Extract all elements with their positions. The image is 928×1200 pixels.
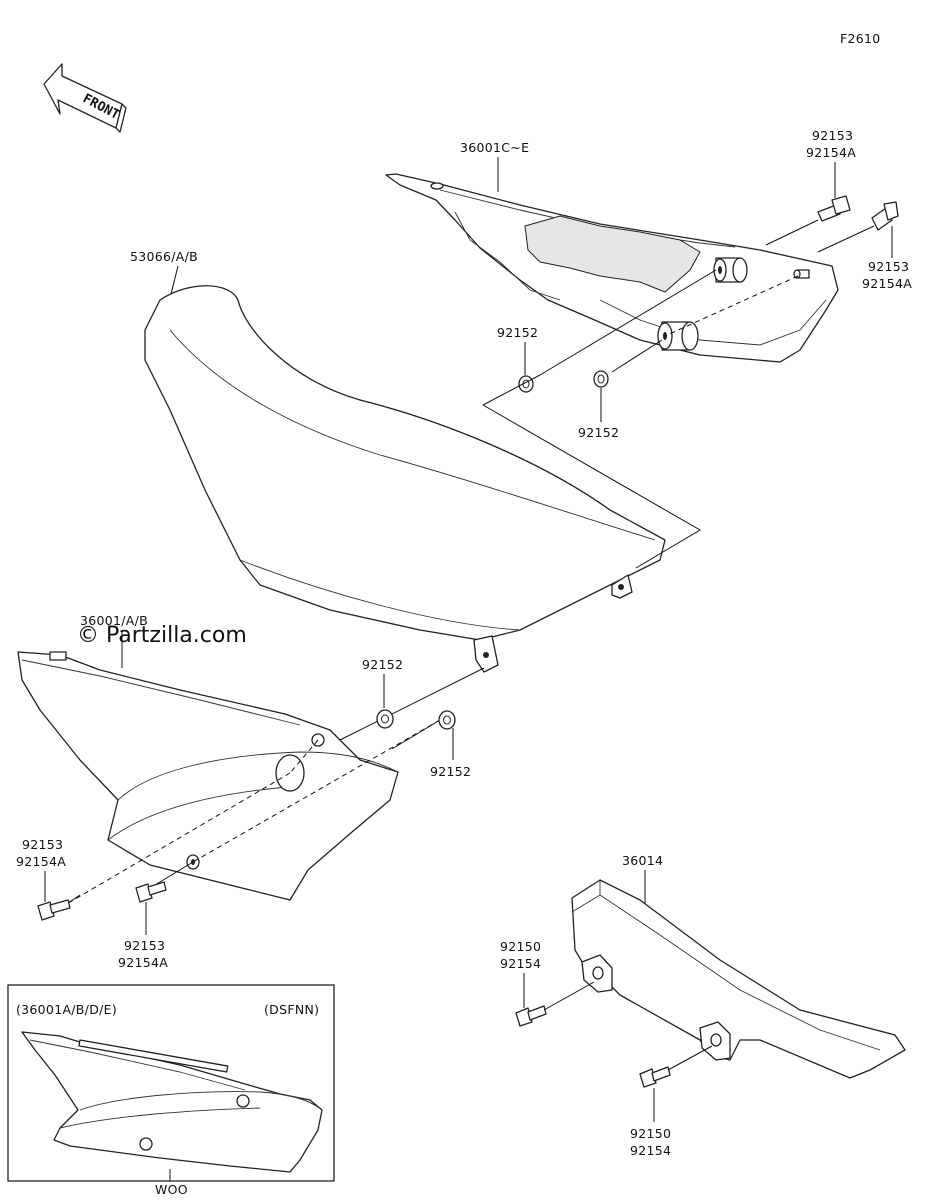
callout-damper-top-left: 92152 bbox=[497, 325, 538, 340]
grommet-upper bbox=[713, 257, 748, 283]
damper-mid-left-icon bbox=[376, 709, 394, 729]
front-arrow-icon: FRONT bbox=[43, 63, 127, 133]
bolt-chain-a-icon bbox=[515, 1005, 547, 1027]
callout-chain-cover: 36014 bbox=[622, 853, 663, 868]
callout-bolt-top-a-2: 92154A bbox=[806, 145, 856, 160]
callout-damper-mid-right: 92152 bbox=[430, 764, 471, 779]
inset-side-cover bbox=[21, 1031, 323, 1173]
callout-bolt-left-a-1: 92153 bbox=[22, 837, 63, 852]
cover-pin bbox=[793, 269, 810, 279]
callout-bolt-chain-a-2: 92154 bbox=[500, 956, 541, 971]
inset-model-label: (DSFNN) bbox=[264, 1002, 319, 1017]
callout-bolt-left-a-2: 92154A bbox=[16, 854, 66, 869]
damper-top-left-icon bbox=[518, 375, 534, 393]
chain-cover bbox=[571, 879, 906, 1079]
bolt-top-a-icon bbox=[817, 195, 851, 222]
side-cover-left bbox=[17, 651, 399, 901]
callout-damper-top-right: 92152 bbox=[578, 425, 619, 440]
figure-code: F2610 bbox=[840, 31, 881, 46]
callout-side-cover-right: 36001C~E bbox=[460, 140, 529, 155]
callout-bolt-top-b-1: 92153 bbox=[868, 259, 909, 274]
seat bbox=[144, 285, 666, 673]
bolt-top-b-icon bbox=[871, 201, 899, 231]
bolt-chain-b-icon bbox=[639, 1066, 671, 1088]
grommet-lower bbox=[657, 321, 699, 351]
callout-bolt-left-b-2: 92154A bbox=[118, 955, 168, 970]
callout-bolt-top-a-1: 92153 bbox=[812, 128, 853, 143]
callout-damper-mid-left: 92152 bbox=[362, 657, 403, 672]
watermark: © Partzilla.com bbox=[77, 623, 247, 648]
callout-seat: 53066/A/B bbox=[130, 249, 198, 264]
inset-variant-box: (36001A/B/D/E) (DSFNN) bbox=[7, 984, 335, 1182]
damper-top-right-icon bbox=[593, 370, 609, 388]
callout-bolt-chain-a-1: 92150 bbox=[500, 939, 541, 954]
callout-bolt-chain-b-2: 92154 bbox=[630, 1143, 671, 1158]
bolt-left-b-icon bbox=[135, 881, 167, 903]
inset-color-code: WOO bbox=[155, 1182, 188, 1197]
callout-bolt-chain-b-1: 92150 bbox=[630, 1126, 671, 1141]
callout-side-cover-left: 36001/A/B bbox=[80, 613, 148, 628]
callout-bolt-top-b-2: 92154A bbox=[862, 276, 912, 291]
callout-bolt-left-b-1: 92153 bbox=[124, 938, 165, 953]
bolt-left-a-icon bbox=[37, 899, 71, 921]
inset-variant-label: (36001A/B/D/E) bbox=[16, 1002, 117, 1017]
damper-mid-right-icon bbox=[438, 710, 456, 730]
side-cover-right bbox=[385, 173, 839, 363]
